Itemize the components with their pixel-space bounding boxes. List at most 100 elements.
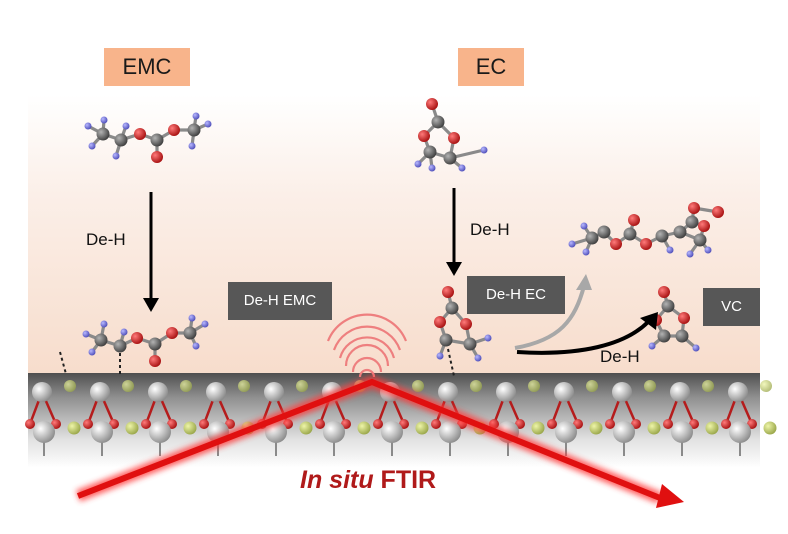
oxygen-atom — [418, 130, 430, 142]
emc-arrow-head — [143, 298, 159, 312]
metal-atom — [148, 382, 168, 402]
lattice-oxygen-atom — [141, 419, 151, 429]
hydrogen-atom — [192, 342, 200, 350]
hydrogen-atom — [484, 334, 492, 342]
dopant-atom — [470, 380, 482, 392]
oxygen-atom — [712, 206, 724, 218]
carbon-atom — [148, 337, 162, 351]
hydrogen-atom — [100, 116, 108, 124]
dopant-atom — [531, 421, 545, 435]
hydrogen-atom — [188, 314, 196, 322]
oxygen-atom — [134, 128, 146, 140]
carbon-atom — [623, 227, 637, 241]
dopant-atom — [702, 380, 714, 392]
metal-atom — [555, 421, 577, 443]
oxygen-atom — [658, 286, 670, 298]
dopant-atom — [67, 421, 81, 435]
carbon-atom — [673, 225, 687, 239]
carbon-atom — [96, 127, 110, 141]
lattice-oxygen-atom — [605, 419, 615, 429]
hydrogen-atom — [84, 122, 92, 130]
metal-atom — [381, 421, 403, 443]
hydrogen-atom — [112, 152, 120, 160]
metal-atom — [206, 382, 226, 402]
ftir-signal-icon — [326, 313, 408, 378]
molecules — [59, 98, 724, 377]
lattice-oxygen-atom — [431, 419, 441, 429]
metal-atom — [32, 382, 52, 402]
carbon-atom — [445, 301, 459, 315]
metal-atom — [33, 421, 55, 443]
metal-atom — [671, 421, 693, 443]
oxygen-atom — [426, 98, 438, 110]
ec-dimer-molecule — [568, 202, 724, 258]
hydrogen-atom — [428, 164, 436, 172]
oxygen-atom — [131, 332, 143, 344]
deh-ec-tag: De-H EC — [467, 276, 565, 314]
dopant-atom — [644, 380, 656, 392]
carbon-atom — [685, 215, 699, 229]
oxygen-atom — [434, 316, 446, 328]
oxygen-atom — [628, 214, 640, 226]
carbon-atom — [443, 151, 457, 165]
metal-atom — [90, 382, 110, 402]
oxygen-atom — [448, 132, 460, 144]
carbon-atom — [423, 145, 437, 159]
dopant-atom — [183, 421, 197, 435]
hydrogen-atom — [686, 250, 694, 258]
oxygen-atom — [678, 312, 690, 324]
hydrogen-atom — [692, 344, 700, 352]
lattice-oxygen-atom — [373, 419, 383, 429]
metal-atom — [612, 382, 632, 402]
carbon-atom — [661, 299, 675, 313]
lattice-oxygen-atom — [83, 419, 93, 429]
oxygen-atom — [442, 286, 454, 298]
ec-label: EC — [458, 48, 524, 86]
carbon-atom — [657, 329, 671, 343]
deh-emc-tag: De-H EMC — [228, 282, 332, 320]
carbon-atom — [431, 115, 445, 129]
ec-to-vc-arrow — [516, 320, 650, 355]
oxygen-atom — [698, 220, 710, 232]
metal-atom — [438, 382, 458, 402]
hydrogen-atom — [188, 142, 196, 150]
carbon-atom — [597, 225, 611, 239]
carbon-atom — [675, 329, 689, 343]
hydrogen-atom — [582, 248, 590, 256]
carbon-atom — [463, 337, 477, 351]
dopant-atom — [647, 421, 661, 435]
lattice-oxygen-atom — [199, 419, 209, 429]
hydrogen-atom — [580, 222, 588, 230]
ftir-text: FTIR — [373, 466, 437, 494]
metal-atom — [496, 382, 516, 402]
hydrogen-atom — [704, 246, 712, 254]
deh-emc-molecule — [59, 314, 209, 376]
vc-dehydrogenation-label: De-H — [600, 347, 640, 366]
carbon-atom — [693, 233, 707, 247]
ftir-italic-text: In situ — [300, 466, 374, 494]
hydrogen-atom — [204, 120, 212, 128]
hydrogen-atom — [458, 164, 466, 172]
lattice-oxygen-atom — [663, 419, 673, 429]
hydrogen-atom — [436, 352, 444, 360]
hydrogen-atom — [414, 160, 422, 168]
dopant-atom — [64, 380, 76, 392]
dopant-atom — [763, 421, 777, 435]
metal-atom — [439, 421, 461, 443]
carbon-atom — [655, 229, 669, 243]
dopant-atom — [180, 380, 192, 392]
carbon-atom — [94, 333, 108, 347]
vc-molecule — [648, 286, 700, 352]
dopant-atom — [122, 380, 134, 392]
carbon-atom — [187, 123, 201, 137]
oxygen-atom — [610, 238, 622, 250]
carbon-atom — [439, 333, 453, 347]
metal-atom — [729, 421, 751, 443]
lattice-oxygen-atom — [721, 419, 731, 429]
carbon-atom — [585, 231, 599, 245]
lattice-oxygen-atom — [25, 419, 35, 429]
surface-bond — [59, 351, 67, 375]
oxygen-atom — [168, 124, 180, 136]
dopant-atom — [589, 421, 603, 435]
